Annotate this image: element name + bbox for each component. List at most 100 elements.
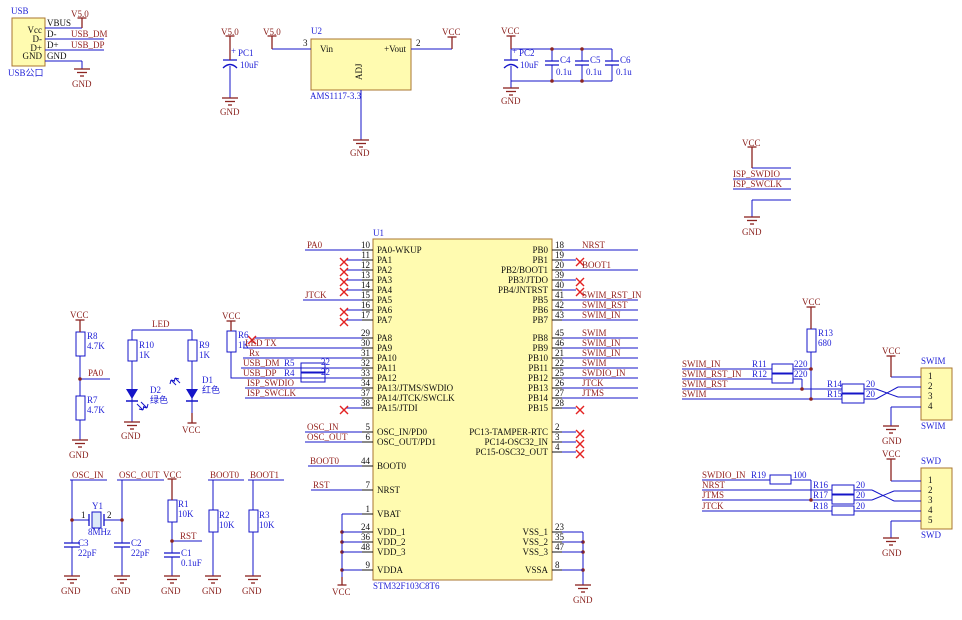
c3-val: 22pF: [78, 548, 97, 558]
u1-pin-7-number: 7: [365, 479, 371, 490]
u1-pin-12-number: 12: [361, 259, 370, 270]
pc1-ref: PC1: [238, 48, 254, 58]
r5-ref: R5: [284, 358, 295, 368]
u1-pin-22-number: 22: [555, 357, 564, 368]
power-tick-symbol: [226, 320, 236, 331]
u1-pin-47-number: 47: [555, 541, 564, 552]
u1-pin-12-name: PA2: [377, 265, 393, 275]
r11-ref: R11: [752, 359, 767, 369]
ground-symbol: [124, 421, 140, 430]
resistor-body: [831, 494, 855, 505]
u1-pin-29-name: PA8: [377, 333, 393, 343]
c2-gnd: GND: [111, 586, 131, 596]
u2-pin-vin: Vin: [320, 44, 333, 54]
crystal: [88, 511, 105, 529]
ground-symbol: [74, 68, 90, 77]
r14-ref: R14: [827, 379, 843, 389]
u1-pin-21-net: SWIM_IN: [582, 348, 621, 358]
no-connect-x-icon: [575, 257, 585, 267]
boot1-label: BOOT1: [250, 470, 279, 480]
r6-val: 1K: [238, 340, 249, 350]
ground-symbol: [164, 575, 180, 584]
u1-pin-21-name: PB10: [527, 353, 548, 363]
swd-gnd: GND: [882, 548, 902, 558]
u1-pin-30-number: 30: [361, 337, 370, 348]
u1-pin-20-number: 20: [555, 259, 564, 270]
junction-dot: [809, 498, 813, 502]
r9-ref: R9: [199, 340, 210, 350]
u2-ref: U2: [311, 26, 322, 36]
u1-pin-28-name: PB15: [527, 403, 548, 413]
swd-pin4-num: 4: [928, 505, 933, 515]
swim-rst-label: SWIM_RST: [682, 379, 728, 389]
u1-pin-7-net: RST: [313, 480, 330, 490]
usb-wire-dp: D+: [47, 40, 59, 50]
u1-pin-4-number: 4: [555, 441, 560, 452]
isp-swdio-label: ISP_SWDIO: [733, 169, 781, 179]
ground-symbol: [72, 439, 88, 448]
u1-part: STM32F103C8T6: [373, 581, 440, 591]
osc-in-label: OSC_IN: [72, 470, 104, 480]
u1-pin-42-number: 42: [555, 299, 564, 310]
no-connect-x-icon: [575, 449, 585, 459]
jtms-label: JTMS: [702, 490, 725, 500]
ground-symbol: [222, 97, 238, 106]
d1-color: 红色: [202, 385, 221, 395]
vcc-swim: VCC: [882, 346, 901, 356]
swim-rst-in-label: SWIM_RST_IN: [682, 369, 742, 379]
led-d2-green: [126, 389, 138, 399]
u1-pin-40-name: PB4/JNTRST: [497, 285, 548, 295]
resistor-body: [75, 395, 86, 421]
resistor-body: [769, 474, 792, 485]
power-ground-symbols: [64, 17, 899, 593]
osc-out-label: OSC_OUT: [119, 470, 160, 480]
r6-ref: R6: [238, 330, 249, 340]
u1-pin-29-number: 29: [361, 327, 370, 338]
u1-pin-15-number: 15: [361, 289, 370, 300]
ground-symbol: [883, 425, 899, 434]
u1-pin-33-number: 33: [361, 367, 370, 378]
r4-ref: R4: [284, 368, 295, 378]
u1-pin-28-number: 28: [555, 397, 564, 408]
usb-wire-vbus: VBUS: [47, 18, 72, 28]
u1-pin-8-number: 8: [555, 559, 560, 570]
resistor-body: [127, 339, 138, 362]
no-connect-x-icon: [247, 335, 257, 345]
power-tick-symbol: [187, 413, 197, 424]
u1-pin-10-number: 10: [361, 239, 370, 250]
r8-val: 4.7K: [87, 341, 105, 351]
u1-pin-37-net: ISP_SWCLK: [247, 388, 297, 398]
r7-val: 4.7K: [87, 405, 105, 415]
swd-title-bottom: SWD: [921, 530, 941, 540]
usb-wire-gnd: GND: [47, 51, 67, 61]
power-tick-symbol: [267, 35, 277, 49]
u1-pin-35-name: VSS_2: [522, 537, 548, 547]
usb-gnd: GND: [72, 79, 92, 89]
u1-pin-27-net: JTMS: [582, 388, 605, 398]
r16-ref: R16: [813, 480, 829, 490]
u1-pin-22-net: SWIM: [582, 358, 607, 368]
c2-ref: C2: [131, 538, 142, 548]
r11-val: 220: [794, 359, 808, 369]
y1-ref: Y1: [92, 501, 103, 511]
u1-pin-34-net: ISP_SWDIO: [247, 378, 295, 388]
usb-wire-dm: D-: [47, 29, 57, 39]
vcc-d1: VCC: [182, 425, 201, 435]
r14-val: 20: [866, 379, 875, 389]
no-connect-x-icon: [339, 277, 349, 287]
u1-pin-33-name: PA12: [377, 373, 397, 383]
r3-ref: R3: [259, 510, 270, 520]
u1-pin-27-name: PB14: [527, 393, 548, 403]
wires: [45, 27, 921, 585]
u1-pin-36-name: VDD_2: [377, 537, 406, 547]
swim-title-bottom: SWIM: [921, 421, 946, 431]
u2-pin3-num: 3: [303, 38, 308, 48]
vss-gnd: GND: [573, 595, 593, 605]
r2-val: 10K: [219, 520, 235, 530]
u1-pin-27-number: 27: [555, 387, 564, 398]
u1-pin-39-number: 39: [555, 269, 564, 280]
u1-pin-23-name: VSS_1: [522, 527, 548, 537]
power-tick-symbol: [886, 458, 896, 481]
